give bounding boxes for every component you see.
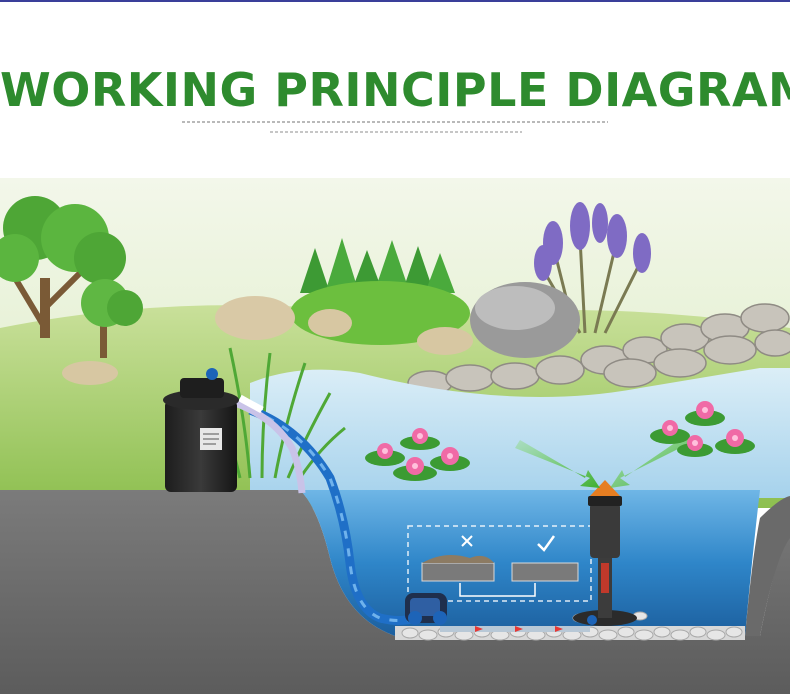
rock-sand: [215, 296, 295, 340]
rock-sand: [417, 327, 473, 355]
pond-pump-icon: [405, 593, 447, 625]
subtitle-dotted-line-short: [270, 131, 522, 133]
pond-diagram: [0, 178, 790, 694]
rock-sand: [308, 309, 352, 337]
top-divider: [0, 0, 790, 2]
page-title: WORKING PRINCIPLE DIAGRAM: [0, 62, 790, 118]
rock-boulder: [470, 282, 580, 358]
rock-sand: [62, 361, 118, 385]
subtitle-dotted-line: [182, 121, 608, 123]
